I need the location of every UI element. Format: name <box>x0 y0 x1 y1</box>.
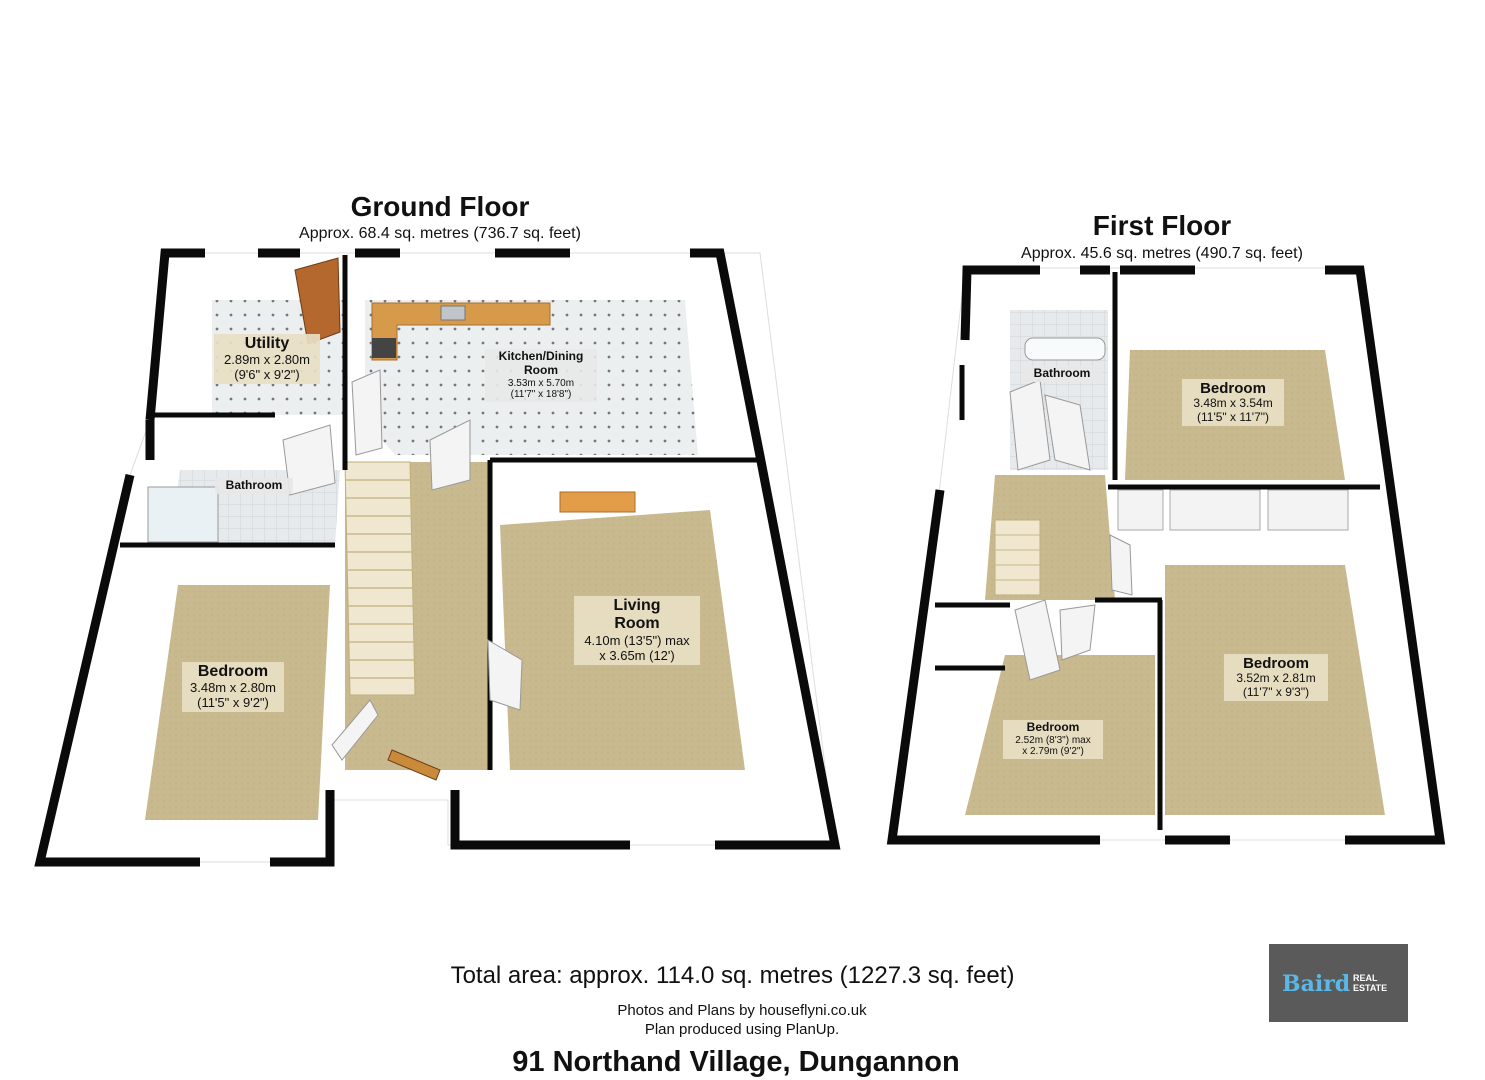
room-dimensions-imperial: (11'7" x 9'3") <box>1242 685 1310 700</box>
bath-icon <box>1024 337 1106 361</box>
room-dimensions: 3.48m x 3.54m <box>1193 396 1273 411</box>
first-floor-title: First Floor <box>1092 210 1232 241</box>
room-dimensions: 3.48m x 2.80m <box>190 680 276 696</box>
room-label-kitchen: Kitchen/Dining Room 3.53m x 5.70m (11'7"… <box>485 349 597 402</box>
room-dimensions-imperial: (11'5" x 9'2") <box>197 695 269 711</box>
fireplace-icon <box>559 491 636 513</box>
first-floor-area: Approx. 45.6 sq. metres (490.7 sq. feet) <box>1021 245 1303 262</box>
room-dimensions-imperial: (11'7" x 18'8") <box>510 389 572 401</box>
room-label-first-bathroom: Bathroom <box>1022 366 1102 382</box>
room-dimensions: 3.52m x 2.81m <box>1236 671 1316 686</box>
ground-floor-title: Ground Floor <box>350 191 530 222</box>
room-name: Bedroom <box>1200 380 1266 397</box>
room-dimensions: 2.89m x 2.80m <box>224 352 310 368</box>
room-label-utility: Utility 2.89m x 2.80m (9'6" x 9'2") <box>214 334 320 385</box>
room-name: Bedroom <box>197 663 269 680</box>
staircase-icon <box>344 461 416 696</box>
room-name: Bathroom <box>225 478 283 492</box>
logo-subtitle-line-2: ESTATE <box>1353 983 1388 993</box>
room-dimensions: 4.10m (13'5") max <box>584 632 690 648</box>
room-name: Utility <box>244 335 290 352</box>
room-dimensions-imperial: (9'6" x 9'2") <box>234 367 300 383</box>
shower-icon <box>147 486 219 543</box>
wardrobe-icons <box>1117 489 1349 531</box>
logo-wordmark: Baird <box>1282 971 1351 997</box>
room-dimensions-imperial: x 2.79m (9'2") <box>1022 746 1084 758</box>
room-label-ground-bathroom: Bathroom <box>215 478 293 494</box>
room-dimensions-imperial: (11'5" x 11'7") <box>1196 410 1270 425</box>
ground-floor-doors <box>282 257 523 781</box>
room-label-first-bedroom-1: Bedroom 3.48m x 3.54m (11'5" x 11'7") <box>1182 379 1284 426</box>
first-floor-staircase-icon <box>994 519 1041 596</box>
ground-floor-plan <box>34 248 841 867</box>
room-label-first-bedroom-3: Bedroom 2.52m (8'3") max x 2.79m (9'2") <box>1003 720 1103 759</box>
total-area: Total area: approx. 114.0 sq. metres (12… <box>450 962 1015 989</box>
property-address: 91 Northand Village, Dungannon <box>512 1046 960 1078</box>
room-dimensions: 3.53m x 5.70m <box>507 377 575 389</box>
room-label-living: Living Room 4.10m (13'5") max x 3.65m (1… <box>574 596 700 665</box>
first-floor-doors <box>1009 379 1133 681</box>
room-label-first-bedroom-2: Bedroom 3.52m x 2.81m (11'7" x 9'3") <box>1224 654 1328 701</box>
first-floor-walls <box>886 265 1446 845</box>
room-name: Living Room <box>613 597 661 633</box>
room-name: Kitchen/Dining Room <box>498 349 584 377</box>
room-label-ground-bedroom: Bedroom 3.48m x 2.80m (11'5" x 9'2") <box>182 662 284 713</box>
logo-subtitle-line-1: REAL <box>1353 973 1378 983</box>
room-name: Bedroom <box>1026 720 1080 734</box>
credit-line-1: Photos and Plans by houseflyni.co.uk <box>617 1002 867 1019</box>
baird-real-estate-logo: Baird REAL ESTATE <box>1269 944 1408 1022</box>
hob-icon <box>372 338 396 358</box>
room-dimensions-imperial: x 3.65m (12') <box>599 647 675 663</box>
sink-icon <box>440 305 466 321</box>
ground-floor-area: Approx. 68.4 sq. metres (736.7 sq. feet) <box>299 225 581 242</box>
logo-subtitle: REAL ESTATE <box>1353 973 1387 993</box>
room-name: Bathroom <box>1033 366 1091 380</box>
ground-floor-walls <box>34 248 841 867</box>
first-floor-plan <box>886 265 1446 845</box>
room-dimensions: 2.52m (8'3") max <box>1015 734 1091 746</box>
room-name: Bedroom <box>1243 655 1309 672</box>
credit-line-2: Plan produced using PlanUp. <box>644 1021 840 1038</box>
kitchen-worktop <box>371 302 551 361</box>
